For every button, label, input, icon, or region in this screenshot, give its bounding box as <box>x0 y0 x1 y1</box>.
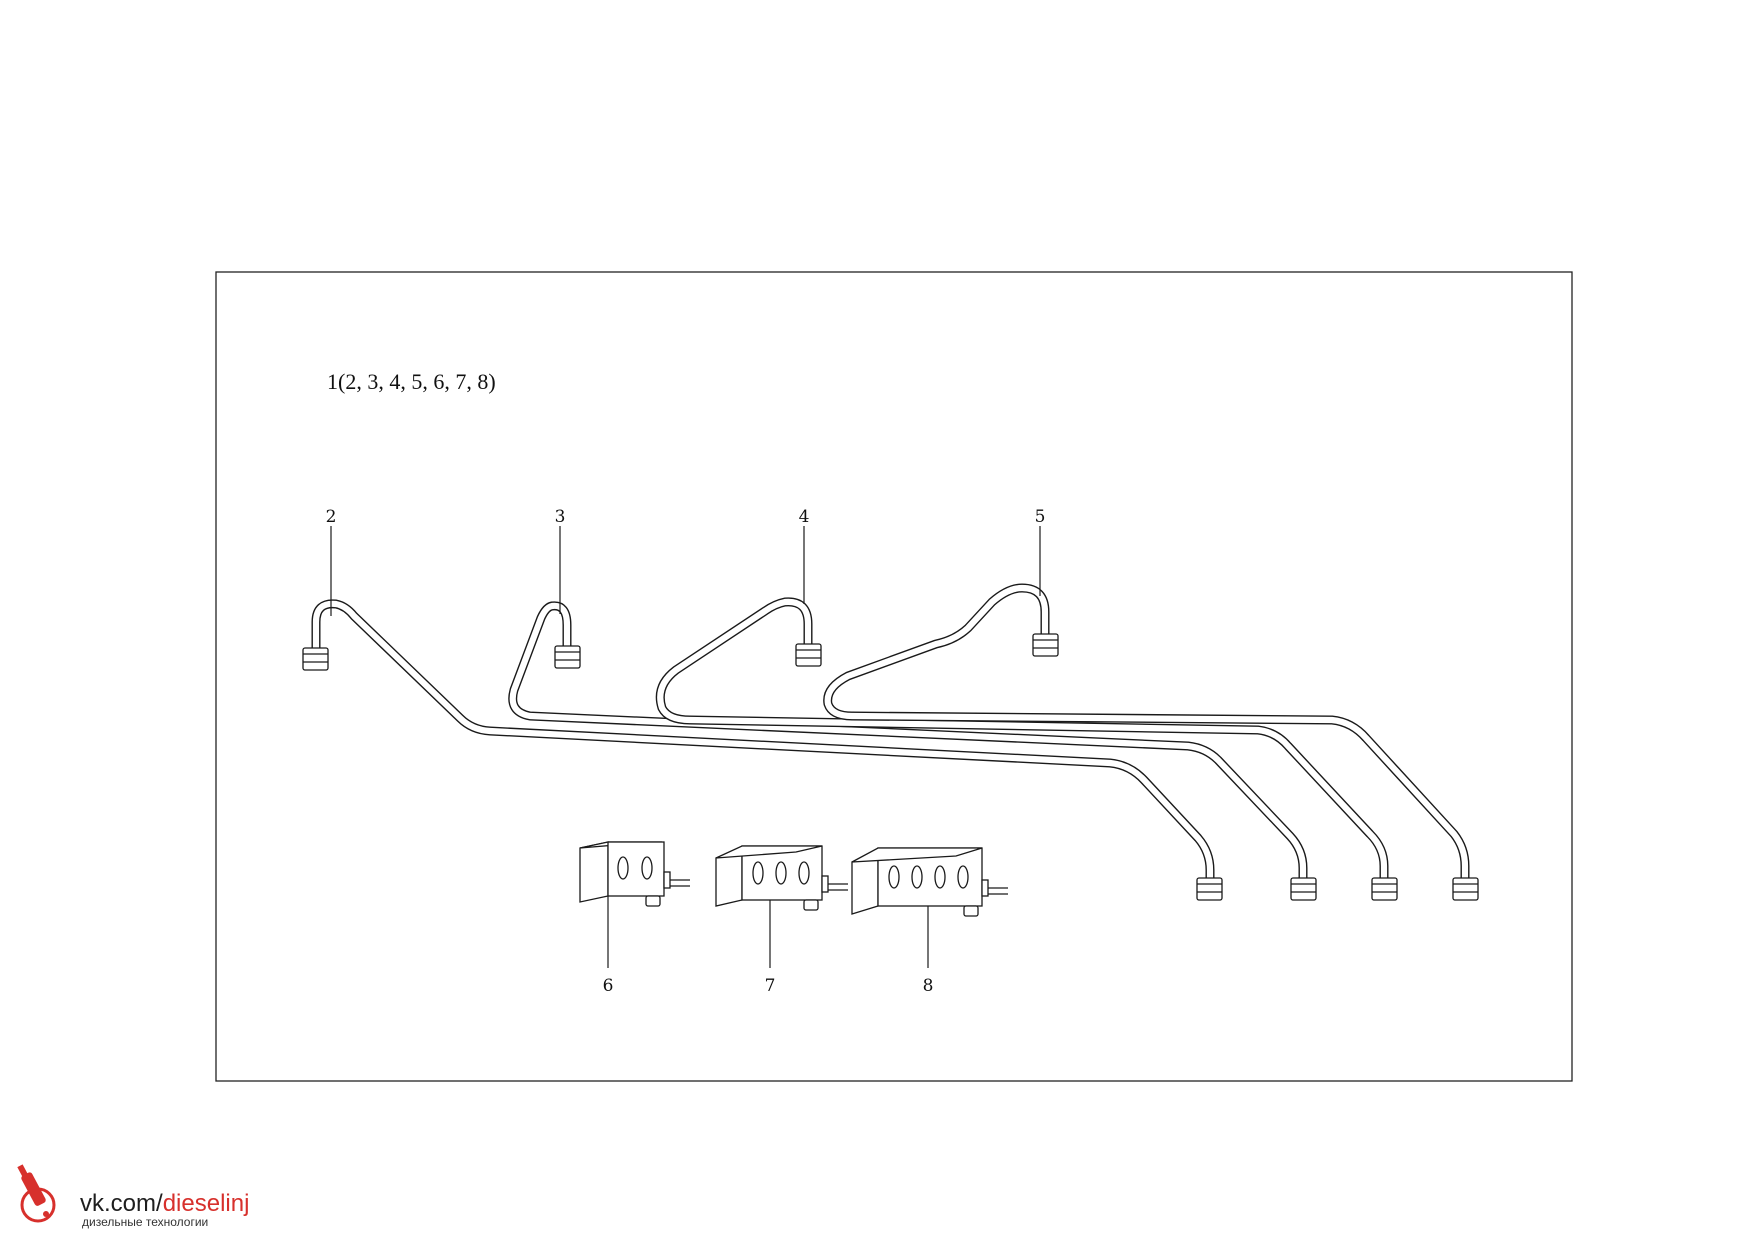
callout-3: 3 <box>555 507 566 527</box>
watermark-url: vk.com/dieselinj <box>80 1190 249 1217</box>
fuel-pipe-5 <box>823 583 1479 901</box>
callout-2: 2 <box>326 507 337 527</box>
fuel-pipe-3 <box>508 601 1317 901</box>
pipe-clamp-6 <box>579 841 690 907</box>
callout-7: 7 <box>765 976 776 996</box>
diagram-frame <box>215 271 1573 1082</box>
assembly-label: 1(2, 3, 4, 5, 6, 7, 8) <box>327 369 496 394</box>
pipe-clamp-8 <box>851 847 1008 917</box>
pipe-clamp-7 <box>715 845 848 911</box>
watermark: vk.com/dieselinj дизельные технологии <box>17 1164 249 1229</box>
callout-6: 6 <box>603 976 614 996</box>
callout-8: 8 <box>923 976 934 996</box>
callout-4: 4 <box>799 507 810 527</box>
callout-5: 5 <box>1035 507 1046 527</box>
fuel-pipe-4 <box>655 597 1398 901</box>
fuel-pipe-2 <box>302 599 1223 901</box>
watermark-subtitle: дизельные технологии <box>82 1215 208 1229</box>
injector-logo-icon <box>17 1164 56 1223</box>
